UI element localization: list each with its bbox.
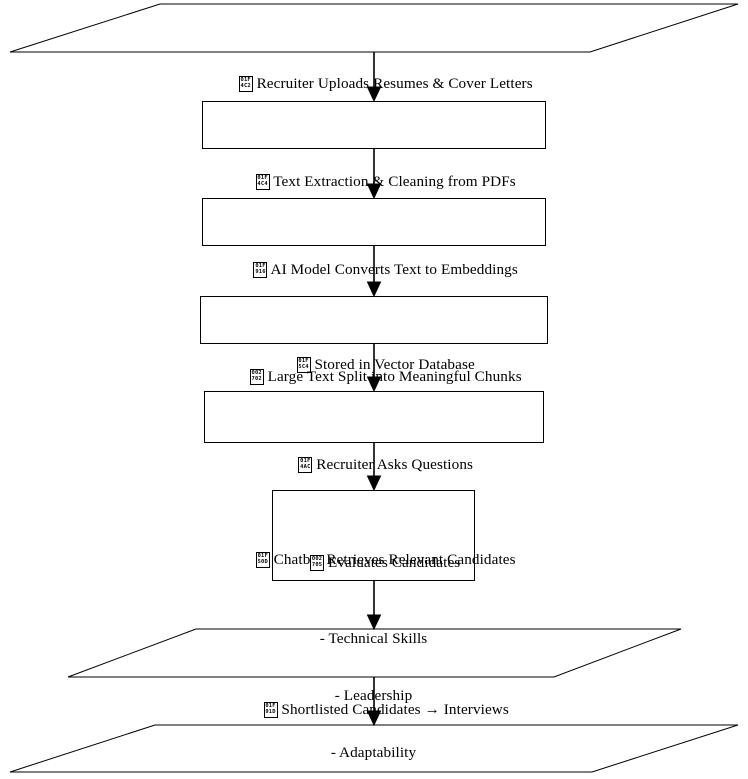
node-shape-chunk[interactable] — [200, 296, 548, 344]
edge-chunk-to-query — [366, 344, 382, 393]
node-shape-extract[interactable] — [202, 101, 546, 149]
node-shape-query[interactable] — [204, 391, 544, 443]
node-shape-hire[interactable] — [9, 724, 739, 773]
edge-query-to-evaluate — [366, 443, 382, 492]
edge-embed-to-chunk — [366, 246, 382, 298]
edge-evaluate-to-shortlist — [366, 581, 382, 631]
node-shape-upload[interactable] — [9, 3, 739, 53]
node-shape-embed[interactable] — [202, 198, 546, 246]
node-shape-evaluate[interactable] — [272, 490, 475, 581]
node-shape-shortlist[interactable] — [67, 628, 682, 678]
edge-extract-to-embed — [366, 149, 382, 200]
edge-upload-to-extract — [366, 52, 382, 103]
edge-shortlist-to-hire — [366, 677, 382, 727]
